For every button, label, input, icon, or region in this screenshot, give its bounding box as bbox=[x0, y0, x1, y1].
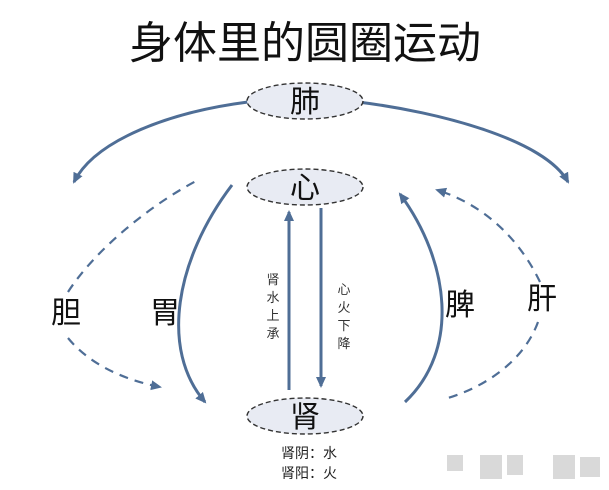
label-heart-fire-descends: 心 火 下 降 bbox=[337, 283, 350, 352]
vert-down-char-4: 降 bbox=[337, 337, 350, 352]
label-stomach: 胃 bbox=[150, 296, 180, 331]
vert-up-char-2: 水 bbox=[266, 291, 279, 306]
vert-up-char-4: 承 bbox=[266, 327, 279, 342]
node-kidney: 肾 bbox=[246, 397, 364, 435]
arrows bbox=[67, 100, 570, 404]
vert-down-char-2: 火 bbox=[337, 301, 350, 316]
vert-down-char-1: 心 bbox=[337, 283, 350, 298]
label-gallbladder: 胆 bbox=[51, 296, 81, 331]
node-lung: 肺 bbox=[246, 82, 364, 120]
vert-down-char-3: 下 bbox=[337, 319, 350, 334]
node-heart: 心 bbox=[246, 168, 364, 206]
label-kidney-water-rises: 肾 水 上 承 bbox=[266, 273, 279, 342]
node-kidney-label: 肾 bbox=[290, 400, 320, 435]
arrow-stomach-heart-to-kidney bbox=[177, 184, 234, 404]
arrow-lung-to-right bbox=[357, 100, 570, 184]
kidney-yang-note: 肾阳：火 bbox=[281, 466, 337, 482]
diagram-title: 身体里的圆圈运动 bbox=[129, 18, 481, 69]
arrow-liver-lower bbox=[447, 321, 540, 400]
vert-up-char-3: 上 bbox=[266, 309, 279, 324]
watermark bbox=[447, 455, 600, 479]
arrow-spleen-kidney-to-heart bbox=[398, 192, 444, 404]
arrow-lung-to-left bbox=[72, 100, 249, 184]
kidney-yin-note: 肾阴：水 bbox=[281, 446, 337, 462]
arrow-liver-upper bbox=[435, 187, 541, 283]
arrow-gallbladder-upper bbox=[67, 179, 199, 293]
label-liver: 肝 bbox=[527, 282, 557, 317]
arrow-gallbladder-lower bbox=[67, 337, 162, 391]
vert-up-char-1: 肾 bbox=[266, 273, 279, 288]
node-lung-label: 肺 bbox=[290, 85, 320, 120]
node-heart-label: 心 bbox=[290, 171, 320, 206]
label-spleen: 脾 bbox=[445, 288, 475, 323]
